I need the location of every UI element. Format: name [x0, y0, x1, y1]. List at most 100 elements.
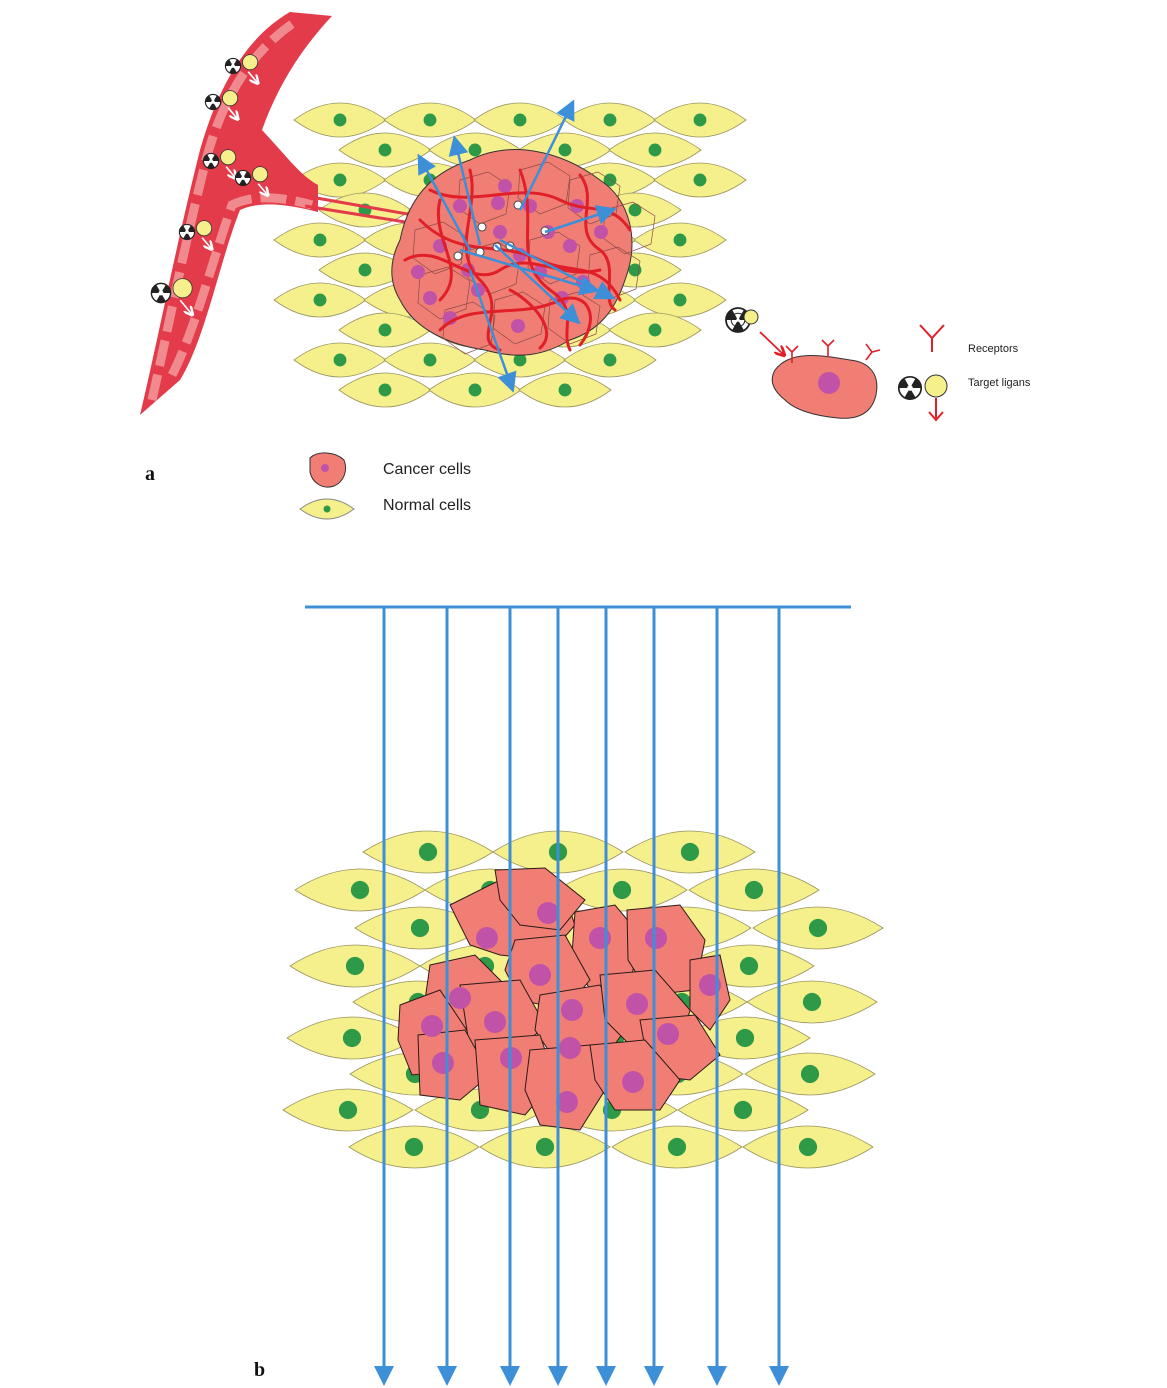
normal-nucleus: [346, 957, 364, 975]
target-ligand-icon: [899, 375, 947, 420]
normal-cells-label: Normal cells: [383, 497, 471, 514]
normal-cell: [634, 283, 726, 317]
radionuclide-marker: [454, 252, 462, 260]
normal-cell: [295, 869, 425, 911]
normal-cell: [480, 1126, 610, 1168]
normal-cell: [294, 103, 386, 137]
normal-nucleus: [424, 114, 437, 127]
cancer-nucleus: [561, 999, 583, 1021]
normal-cell: [609, 313, 701, 347]
normal-cell: [339, 373, 431, 407]
normal-nucleus: [334, 354, 347, 367]
normal-nucleus: [649, 144, 662, 157]
normal-cell: [612, 1126, 742, 1168]
cancer-cell-swatch: [310, 453, 346, 487]
normal-nucleus: [629, 204, 642, 217]
normal-nucleus: [343, 1029, 361, 1047]
normal-cell: [609, 133, 701, 167]
panel-b-label: b: [254, 1359, 265, 1381]
normal-cell: [294, 343, 386, 377]
normal-nucleus: [604, 114, 617, 127]
normal-nucleus: [740, 957, 758, 975]
normal-cell: [384, 103, 476, 137]
cancer-nucleus: [411, 265, 425, 279]
normal-cell: [384, 343, 476, 377]
normal-cell: [287, 1017, 417, 1059]
normal-nucleus: [379, 384, 392, 397]
cancer-nucleus: [537, 902, 559, 924]
normal-nucleus: [694, 174, 707, 187]
normal-nucleus: [745, 881, 763, 899]
normal-nucleus: [668, 1138, 686, 1156]
normal-nucleus: [469, 144, 482, 157]
cancer-nucleus: [657, 1023, 679, 1045]
normal-nucleus: [405, 1138, 423, 1156]
cancer-nucleus: [622, 1071, 644, 1093]
cancer-cells-label: Cancer cells: [383, 461, 471, 478]
normal-cell: [564, 343, 656, 377]
cancer-nucleus: [421, 1015, 443, 1037]
normal-cell: [743, 1126, 873, 1168]
normal-nucleus: [339, 1101, 357, 1119]
normal-cell: [689, 869, 819, 911]
normal-cell: [474, 103, 566, 137]
panel-a: Receptors Target ligans Cancer cells Nor…: [140, 12, 1031, 519]
normal-nucleus: [681, 843, 699, 861]
cancer-nucleus: [432, 1052, 454, 1074]
normal-nucleus: [469, 384, 482, 397]
normal-nucleus: [314, 294, 327, 307]
normal-cell: [283, 1089, 413, 1131]
cancer-nucleus: [563, 239, 577, 253]
cancer-nucleus: [645, 927, 667, 949]
normal-nucleus: [604, 354, 617, 367]
normal-cell: [654, 103, 746, 137]
normal-cell: [678, 1089, 808, 1131]
cancer-nucleus: [559, 1037, 581, 1059]
normal-nucleus: [799, 1138, 817, 1156]
cancer-nucleus: [511, 319, 525, 333]
panel-a-label: a: [145, 463, 155, 485]
cancer-nucleus: [476, 927, 498, 949]
normal-nucleus: [559, 144, 572, 157]
normal-nucleus: [674, 234, 687, 247]
normal-nucleus: [379, 144, 392, 157]
cancer-nucleus: [529, 964, 551, 986]
normal-nucleus: [803, 993, 821, 1011]
normal-nucleus: [613, 881, 631, 899]
cancer-nucleus: [423, 291, 437, 305]
normal-nucleus: [514, 114, 527, 127]
cancer-nucleus: [498, 179, 512, 193]
normal-cell: [274, 223, 366, 257]
panel-b: b: [254, 607, 883, 1386]
normal-nucleus: [801, 1065, 819, 1083]
cancer-nucleus: [493, 225, 507, 239]
cancer-nucleus: [449, 987, 471, 1009]
normal-nucleus: [649, 324, 662, 337]
normal-cell: [747, 981, 877, 1023]
cancer-nucleus: [589, 927, 611, 949]
cancer-nucleus: [491, 196, 505, 210]
normal-cell: [339, 133, 431, 167]
normal-cell: [290, 945, 420, 987]
normal-cell: [654, 163, 746, 197]
normal-cell-swatch: [300, 499, 354, 519]
normal-nucleus: [694, 114, 707, 127]
normal-cell: [753, 907, 883, 949]
normal-nucleus: [809, 919, 827, 937]
cancer-nucleus: [484, 1011, 506, 1033]
normal-nucleus: [351, 881, 369, 899]
normal-nucleus: [536, 1138, 554, 1156]
normal-cell: [625, 831, 755, 873]
normal-nucleus: [359, 264, 372, 277]
receptor-inset: Receptors Target ligans: [726, 308, 1031, 420]
target-ligands-label: Target ligans: [968, 377, 1031, 389]
cancer-nucleus: [453, 199, 467, 213]
normal-nucleus: [424, 354, 437, 367]
normal-cell: [349, 1126, 479, 1168]
normal-cell: [634, 223, 726, 257]
normal-cell: [519, 373, 611, 407]
receptors-label: Receptors: [968, 343, 1019, 355]
normal-cell: [274, 283, 366, 317]
normal-nucleus: [559, 384, 572, 397]
